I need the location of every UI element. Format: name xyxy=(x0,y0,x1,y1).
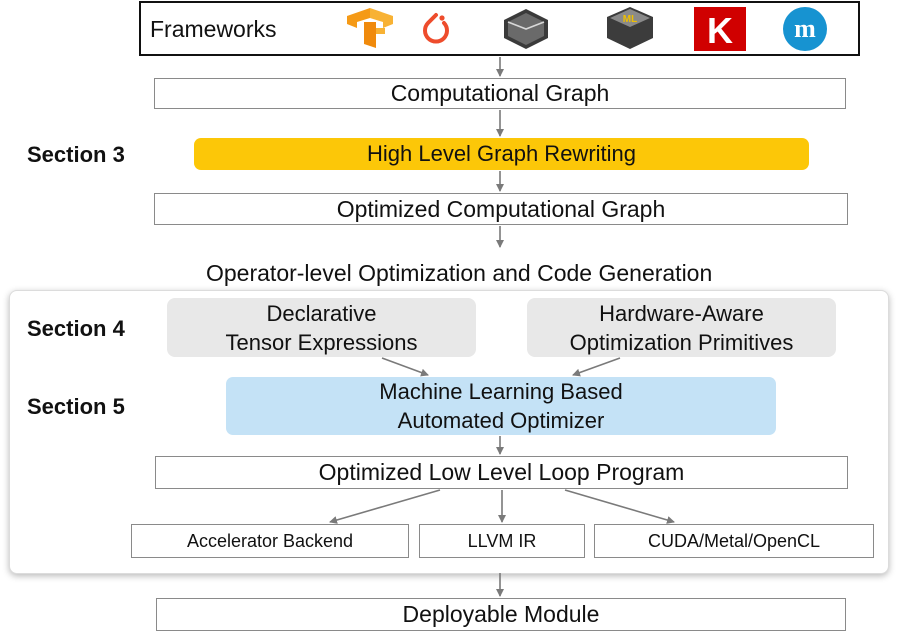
ml-optimizer-line-2: Automated Optimizer xyxy=(397,408,605,433)
section-4-label: Section 4 xyxy=(27,316,125,341)
svg-text:K: K xyxy=(707,10,733,51)
computational-graph-label: Computational Graph xyxy=(390,80,610,106)
ml-optimizer-box: Machine Learning Based Automated Optimiz… xyxy=(226,377,776,435)
arrow-declarative-to-ml xyxy=(381,357,429,377)
hardware-primitives-box: Hardware-Aware Optimization Primitives xyxy=(527,298,836,357)
mxnet-logo: m xyxy=(783,7,827,51)
declarative-line-1: Declarative xyxy=(266,300,377,326)
accelerator-backend-box: Accelerator Backend xyxy=(131,524,409,558)
loop-program-label: Optimized Low Level Loop Program xyxy=(318,459,685,485)
cuda-metal-opencl-box: CUDA/Metal/OpenCL xyxy=(594,524,874,558)
arrow-hardware-to-ml xyxy=(572,357,621,377)
coreml-logo: ML xyxy=(607,7,653,49)
deployable-module-box: Deployable Module xyxy=(156,598,846,631)
declarative-tensor-box: Declarative Tensor Expressions xyxy=(167,298,476,357)
keras-logo: K xyxy=(694,7,746,51)
hardware-line-1: Hardware-Aware xyxy=(599,300,764,326)
onnx-logo xyxy=(504,9,548,49)
cuda-metal-opencl-label: CUDA/Metal/OpenCL xyxy=(647,530,821,551)
tensorflow-logo xyxy=(347,8,393,48)
llvm-ir-box: LLVM IR xyxy=(419,524,585,558)
llvm-ir-label: LLVM IR xyxy=(467,530,537,551)
optimized-graph-box: Optimized Computational Graph xyxy=(154,193,848,225)
section-5-label: Section 5 xyxy=(27,394,125,419)
optimized-graph-label: Optimized Computational Graph xyxy=(336,195,666,222)
section-3-label: Section 3 xyxy=(27,142,125,167)
svg-text:m: m xyxy=(794,14,816,43)
frameworks-label: Frameworks xyxy=(150,16,277,42)
ml-optimizer-line-1: Machine Learning Based xyxy=(379,379,623,404)
pytorch-logo xyxy=(423,13,449,44)
arrow-loop-to-accelerator xyxy=(329,489,441,524)
accelerator-backend-label: Accelerator Backend xyxy=(186,530,354,551)
operator-level-heading: Operator-level Optimization and Code Gen… xyxy=(206,260,713,286)
loop-program-box: Optimized Low Level Loop Program xyxy=(155,456,848,489)
graph-rewriting-label: High Level Graph Rewriting xyxy=(366,141,637,166)
svg-text:ML: ML xyxy=(623,14,637,25)
deployable-module-label: Deployable Module xyxy=(402,601,600,627)
computational-graph-box: Computational Graph xyxy=(154,78,846,109)
arrow-loop-to-cuda xyxy=(564,489,675,524)
declarative-line-2: Tensor Expressions xyxy=(225,329,418,355)
graph-rewriting-box: High Level Graph Rewriting xyxy=(194,138,809,170)
hardware-line-2: Optimization Primitives xyxy=(569,329,794,355)
